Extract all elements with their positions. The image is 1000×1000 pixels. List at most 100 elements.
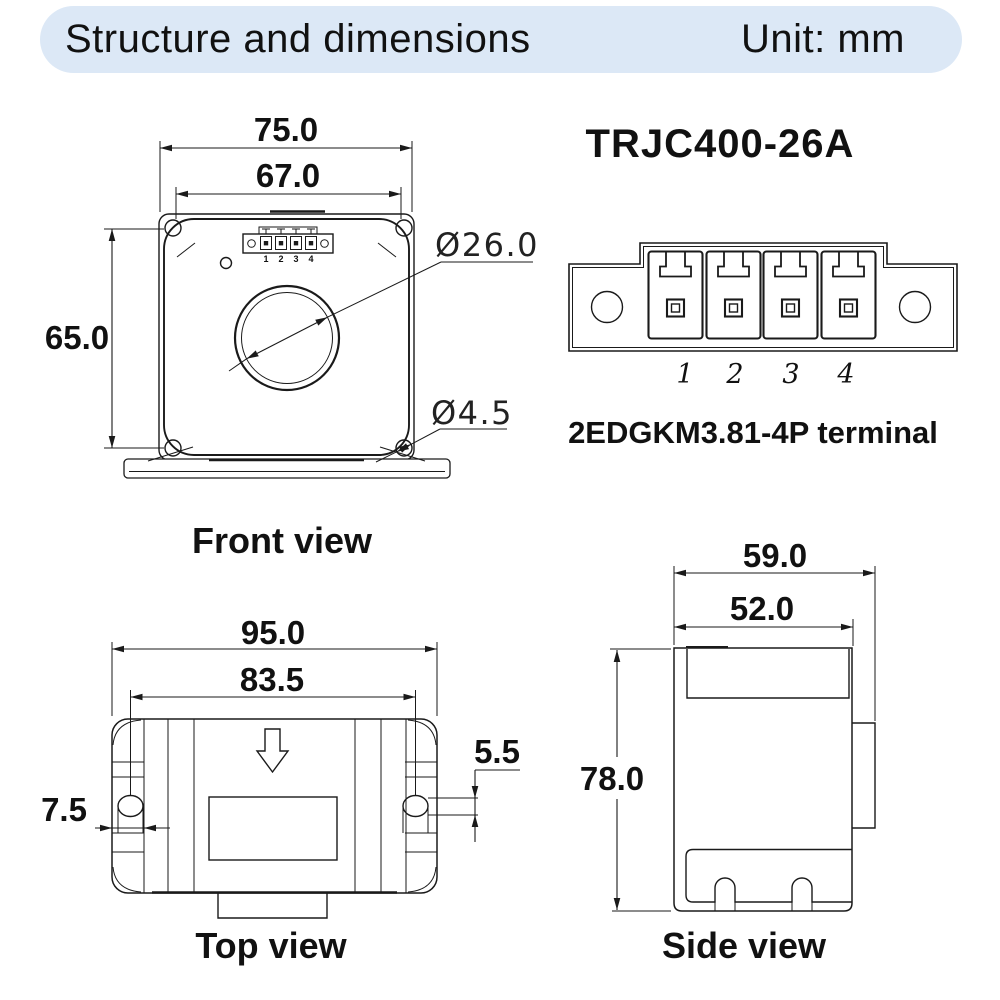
gusset-line [379,446,426,462]
hole-leader [375,451,398,463]
dim-label-65: 65.0 [45,319,109,356]
dim-label-aperture: Ø26.0 [435,226,539,264]
front-connector-body [242,233,334,254]
pin-contact-outer [780,298,801,318]
unit-label: Unit: mm [741,17,905,61]
pin-contact-outer [838,298,859,318]
front-pin-number: 3 [293,254,298,264]
dim-label-52: 52.0 [730,590,794,627]
front-pin-number: 4 [308,254,313,264]
top-connector-tab [217,893,328,919]
side-base-outline [685,848,852,903]
dim-label-7-5: 7.5 [41,791,87,828]
front-pin-slot [260,236,272,250]
dim-label-67: 67.0 [256,157,320,194]
pin-contact-outer [665,298,686,318]
front-pin-contact [263,241,269,246]
terminal-pin-number: 2 [725,359,743,390]
mount-hole-top-left [164,219,182,237]
aperture-outer-circle [233,284,341,392]
top-view-caption: Top view [195,925,347,966]
extension-line [428,769,520,816]
front-body-outline [158,213,415,461]
terminal-drawing: TRJC400-26A 1 2 3 4 2EDGKM3.81-4P t [568,122,958,450]
front-pilot-hole [219,256,233,270]
terminal-outline [568,242,958,352]
pin-contact-outer [723,298,744,318]
front-connector-strip [258,226,318,235]
pin-section [762,250,819,340]
front-pin-slot [305,236,317,250]
aperture-leader [327,261,442,318]
pin-key-slot [717,252,750,278]
dim-label-83-5: 83.5 [240,661,304,698]
top-body-outline [111,718,438,894]
front-pin-number: 2 [278,254,283,264]
top-corner-contours [112,719,437,893]
aperture-diameter-line [246,316,328,360]
dim-label-75: 75.0 [254,111,318,148]
front-pin-contact [293,241,299,246]
terminal-caption: 2EDGKM3.81-4P terminal [568,415,938,450]
terminal-screw-hole-left [590,290,624,324]
top-slot-hole-right [402,794,429,818]
pin-contact-inner [728,303,739,313]
header-banner: Structure and dimensions Unit: mm [40,6,962,73]
gusset-line [147,446,194,462]
front-connector-screw-left [247,239,256,248]
front-connector: 1 2 3 4 [242,226,334,264]
dim-label-78: 78.0 [580,760,644,797]
side-view-caption: Side view [662,925,827,966]
pin-key-slot [832,252,865,278]
terminal-screw-hole-right [898,290,932,324]
model-title: TRJC400-26A [586,122,855,166]
dim-label-95: 95.0 [241,614,305,651]
pin-section [705,250,762,340]
mount-hole-bottom-left [164,439,182,457]
front-view-caption: Front view [192,520,373,561]
front-inner-contour [163,218,410,456]
top-slot-hole-left [117,794,144,818]
top-view-drawing: 95.0 83.5 7.5 5.5 Top view [41,614,520,966]
front-pin-contact [278,241,284,246]
front-pin-slot [290,236,302,250]
front-base-flange [123,458,451,479]
pin-section [647,250,704,340]
front-view-drawing: 1 2 3 4 75.0 67.0 65.0 Ø26.0 Ø4.5 Front … [45,111,539,561]
side-body-outline [673,647,853,912]
pin-contact-inner [843,303,854,313]
front-pin-slot [275,236,287,250]
front-connector-teeth [262,228,315,234]
top-flange-steps [112,761,437,853]
side-view-drawing: 59.0 52.0 78.0 Side view [580,537,876,966]
hole-diameter-line [396,443,412,453]
aperture-leader [228,358,247,372]
terminal-inner-outline [572,246,954,348]
side-connector-recess [686,649,850,699]
pin-section [820,250,877,340]
dim-label-5-5: 5.5 [474,733,520,770]
top-label-recess [208,796,338,861]
front-pin-number: 1 [263,254,268,264]
dim-label-mount-hole: Ø4.5 [431,394,513,432]
front-pin-contact [308,241,314,246]
dim-label-59: 59.0 [743,537,807,574]
gusset-line [176,242,196,258]
top-slot-left-sides [117,808,144,833]
side-mount-tab [852,722,876,829]
terminal-pin-number: 4 [836,359,854,390]
pin-key-slot [659,252,692,278]
current-direction-arrow [255,728,290,774]
front-connector-screw-right [320,239,329,248]
terminal-pin-sections [647,250,877,340]
terminal-pin-number: 3 [782,359,799,390]
pin-contact-inner [785,303,796,313]
pin-contact-inner [670,303,681,313]
mount-hole-bottom-right [395,439,413,457]
top-slot-right-sides [402,808,429,833]
aperture-inner-circle [241,292,333,384]
hole-leader [410,428,441,445]
terminal-pin-number: 1 [676,359,693,390]
mount-hole-top-right [395,219,413,237]
